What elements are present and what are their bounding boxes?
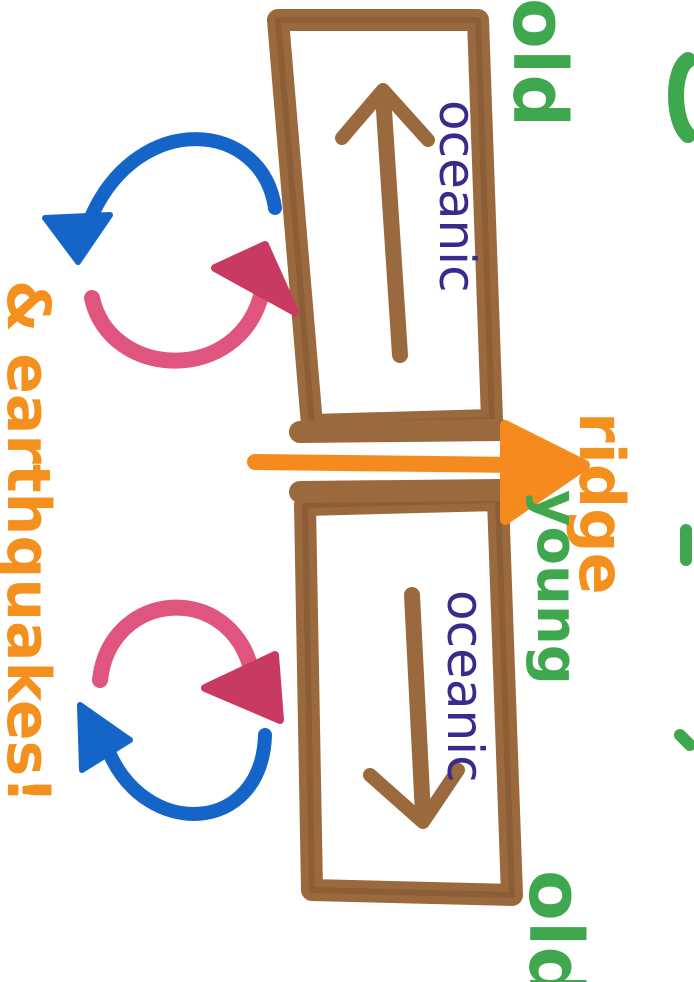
green-edge-marks xyxy=(668,52,694,751)
label-old-top: old xyxy=(496,0,582,127)
convection-top-icon xyxy=(42,132,299,369)
label-old-bottom: old xyxy=(512,870,598,982)
convection-bottom-icon xyxy=(77,599,284,821)
ridge-band xyxy=(289,419,511,503)
label-young: young xyxy=(524,490,589,685)
ridge-arrow xyxy=(247,420,590,525)
label-oceanic-bottom: oceanic xyxy=(436,590,494,783)
label-ridge: ridge xyxy=(565,412,638,595)
plate-top-arrow xyxy=(335,83,435,363)
plate-bottom-arrow xyxy=(363,587,465,829)
label-oceanic-top: oceanic xyxy=(428,100,486,293)
label-earthquakes: & earthquakes! xyxy=(0,280,63,804)
plate-bottom xyxy=(294,489,523,906)
